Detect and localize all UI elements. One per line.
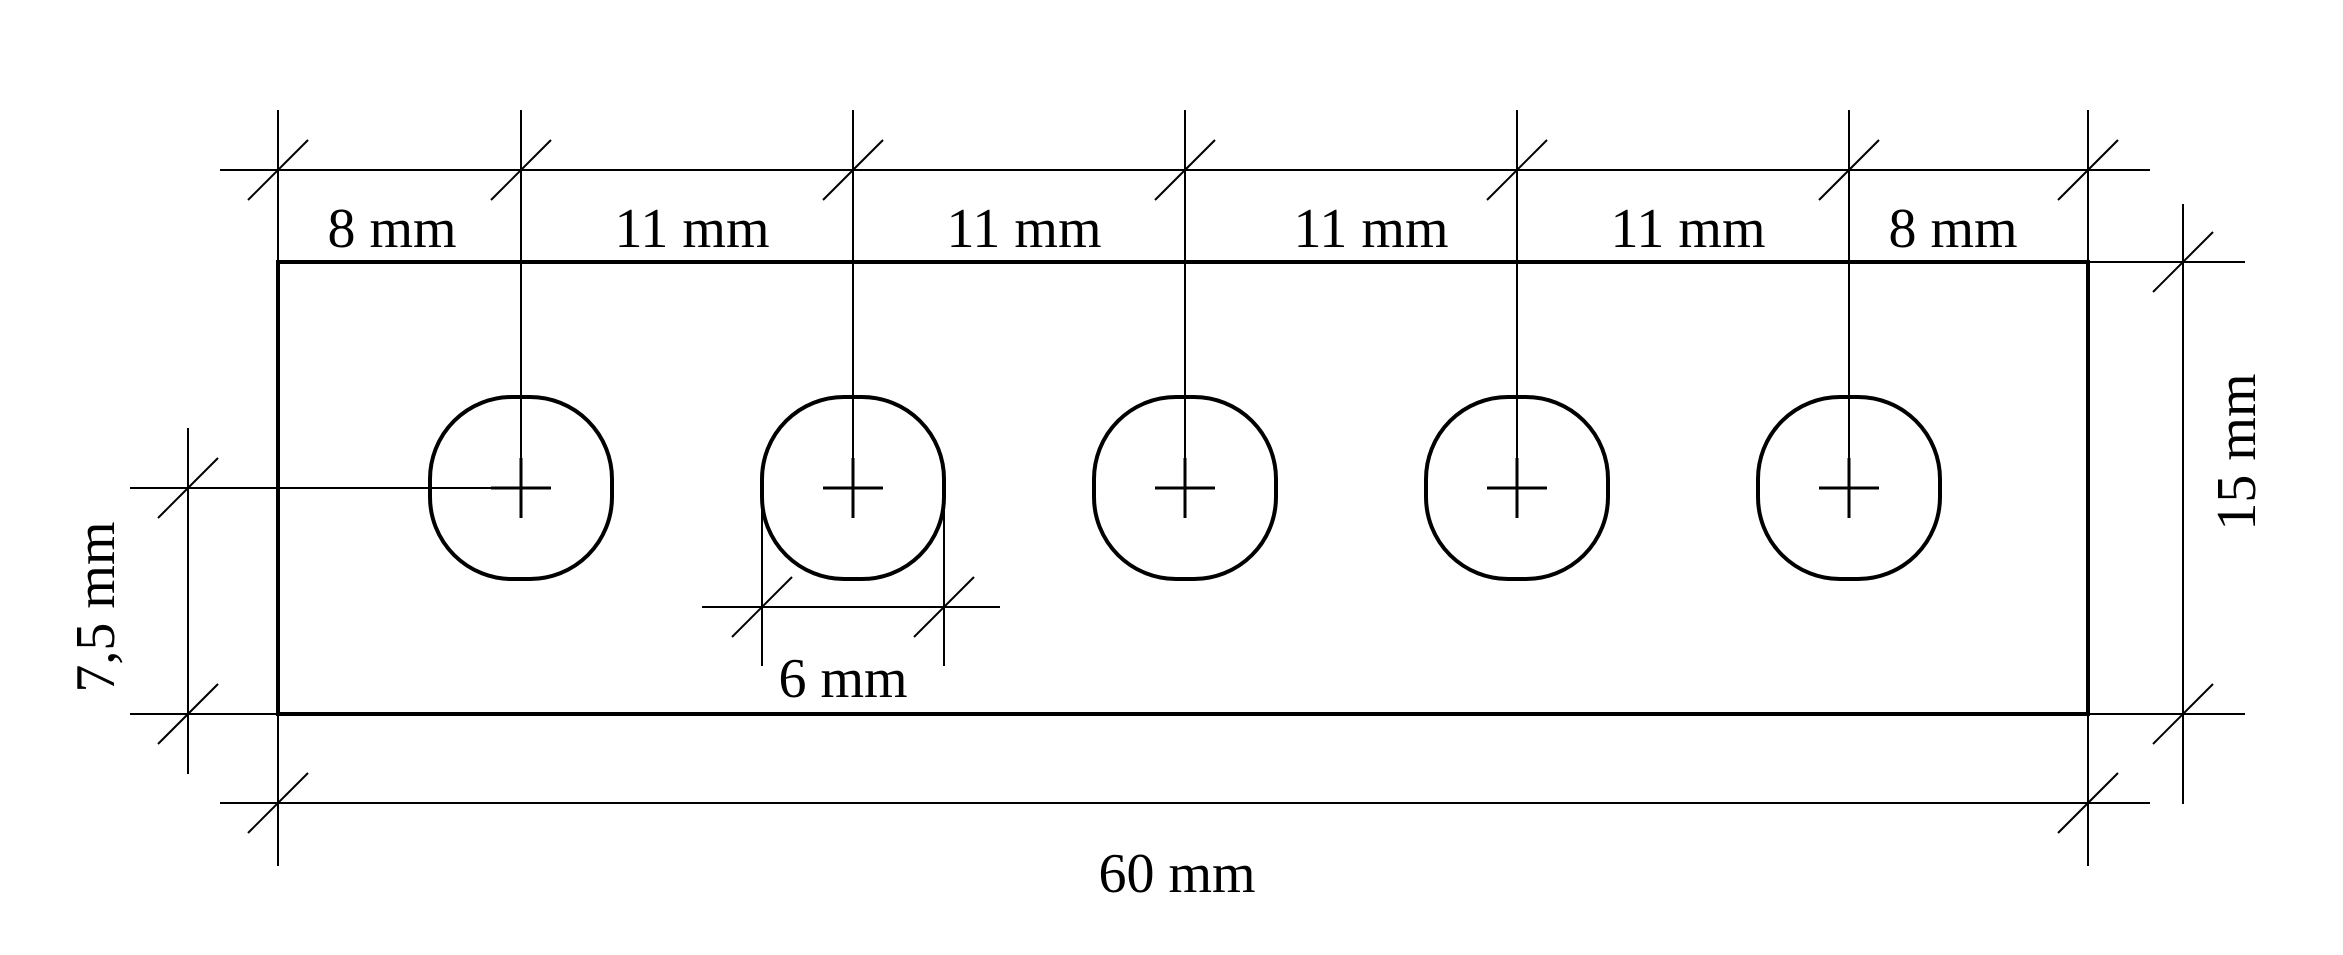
hole-3 [1092,395,1278,581]
left-offset-label: 7,5 mm [65,521,127,692]
top-dim-label-1: 8 mm [327,198,456,260]
left-offset-dimension [130,428,521,774]
right-height-dimension [2088,204,2245,804]
top-dimension-line [220,139,2150,201]
bottom-width-dimension [220,772,2150,834]
top-dim-label-6: 8 mm [1888,198,2017,260]
hole-diameter-label: 6 mm [778,648,907,710]
right-height-label: 15 mm [2206,373,2268,530]
top-dim-label-5: 11 mm [1610,198,1765,260]
bottom-width-label: 60 mm [1098,843,1255,905]
hole-diameter-dimension [702,488,1000,666]
hole-5 [1756,395,1942,581]
hole-4 [1424,395,1610,581]
top-dim-label-4: 11 mm [1293,198,1448,260]
top-dim-label-2: 11 mm [614,198,769,260]
top-dim-label-3: 11 mm [946,198,1101,260]
